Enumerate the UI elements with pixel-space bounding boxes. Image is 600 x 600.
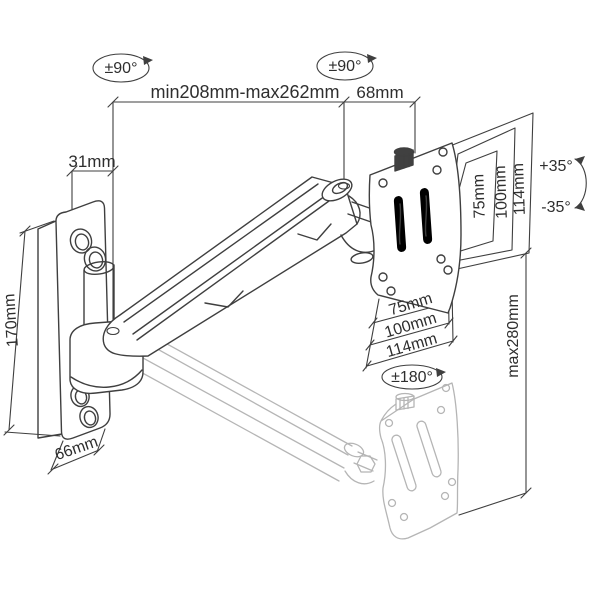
arm-pivot-collar-curve: [70, 369, 143, 388]
label-tilt-down: -35°: [541, 199, 571, 216]
label-head-depth: 68mm: [356, 83, 403, 102]
vesa-hole: [378, 178, 388, 188]
wall-pivot-axis-marker: [106, 326, 120, 336]
arm-detail-line: [123, 183, 319, 323]
label-wall-depth: 31mm: [68, 152, 115, 171]
rotation-arrowhead: [143, 56, 153, 65]
ghost-vesa-slot: [416, 420, 442, 478]
hinge-cylinder: [83, 264, 115, 327]
label-vesa-v100: 100mm: [492, 165, 511, 219]
dimension-lines: [3, 51, 587, 516]
label-elbow-swivel: ±90°: [329, 58, 362, 75]
dim-ticks: [66, 165, 119, 177]
wall-screw-hole: [83, 246, 107, 272]
ghost-arm-edge: [111, 340, 345, 469]
vesa-hole: [443, 265, 453, 275]
dim-line-31: [71, 170, 114, 217]
label-wall-height: 170mm: [1, 293, 22, 347]
rotation-ellipse-wall: [92, 53, 150, 83]
label-tilt-up: +35°: [539, 158, 573, 175]
ext-line-bottom-left: [365, 298, 380, 369]
ghost-screw-hole: [440, 491, 450, 501]
wall-screw-hole: [69, 228, 93, 254]
rotation-arrowhead: [367, 54, 377, 63]
elbow-housing: [348, 195, 361, 225]
arm-notch: [297, 223, 332, 241]
vesa-slot-detail: [398, 195, 428, 245]
arm-detail-line: [132, 195, 330, 341]
ghost-screw-hole: [447, 477, 457, 487]
dim-line-max280: [458, 252, 527, 516]
wall-screw-hole-inner: [83, 410, 97, 426]
rotation-ellipse-elbow: [316, 51, 374, 81]
label-screen-rotation: ±180°: [391, 369, 433, 386]
dim-ticks: [47, 444, 105, 475]
rotation-arrowhead: [436, 368, 446, 377]
tilt-arrowhead-down: [575, 202, 585, 211]
ghost-head-bracket: [344, 470, 375, 485]
label-arm-reach: min208mm-max262mm: [150, 82, 339, 102]
label-vesa-v75: 75mm: [470, 174, 489, 219]
wall-plate-side: [37, 220, 63, 439]
label-height-adjustment: max280mm: [505, 294, 522, 378]
wall-screw-hole-inner: [88, 251, 104, 269]
elbow-cap-inner: [331, 181, 349, 195]
mount-assembly: [37, 142, 462, 440]
dim-ticks: [520, 247, 532, 499]
elbow-axis-marker: [337, 182, 351, 190]
dim-ticks: [107, 96, 421, 108]
hinge-cylinder-top: [83, 261, 115, 275]
ghost-thumbscrew-top: [395, 392, 415, 402]
ghost-arm-edge: [107, 353, 340, 482]
rotation-ellipse-vesa: [381, 364, 443, 390]
label-wall-swivel: ±90°: [105, 60, 138, 77]
ghost-tilt-nut: [356, 455, 376, 473]
vesa-hole: [438, 147, 448, 157]
tilt-arc: [574, 158, 587, 209]
label-vesa-v114: 114mm: [510, 163, 529, 216]
ghost-vesa-plate: [378, 382, 459, 540]
ghost-screw-hole: [436, 405, 446, 415]
dim-ticks: [3, 225, 31, 436]
ghost-screw-hole: [399, 512, 409, 522]
arm-notch: [204, 290, 244, 308]
dim-line-66: [50, 428, 106, 471]
ghost-screw-hole: [387, 498, 397, 508]
ghost-screw-hole: [384, 418, 394, 428]
dim-line-100h: [369, 322, 450, 346]
vesa-hole: [386, 286, 396, 296]
thumbscrew-ribs: [398, 152, 410, 171]
vesa-plate: [368, 142, 462, 314]
vesa-hole: [432, 165, 442, 175]
vesa-hole: [378, 272, 388, 282]
ghost-vesa-slot: [391, 434, 417, 492]
wall-screw-hole-inner: [74, 233, 90, 251]
tilt-arrowhead-up: [575, 156, 585, 165]
elbow-cap: [321, 178, 353, 202]
tilt-head-pivot: [350, 252, 374, 264]
dim-line-114h: [366, 340, 454, 367]
axis-markers: [106, 182, 351, 336]
ghost-thumbscrew: [395, 395, 415, 411]
ghost-screw-hole: [441, 383, 451, 393]
vesa-hole: [436, 254, 446, 264]
wall-screw-hole: [79, 405, 99, 429]
gas-spring-arm-body: [102, 176, 358, 357]
